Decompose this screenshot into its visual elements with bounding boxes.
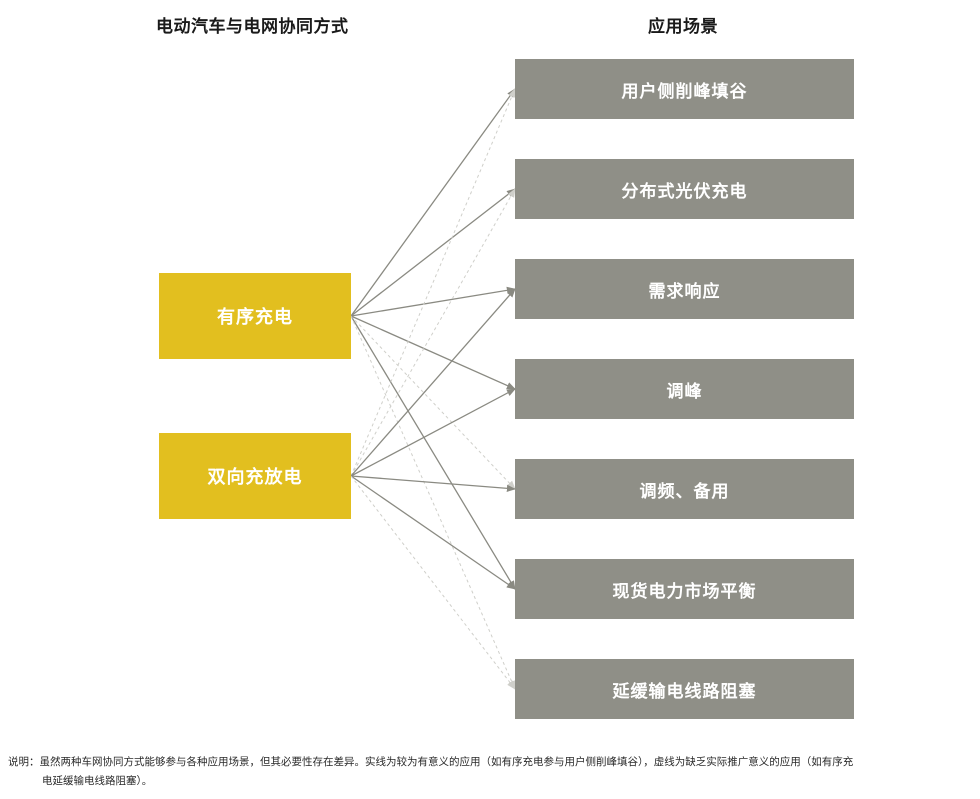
connector-arrow-1-3 xyxy=(350,388,516,477)
right-column-header: 应用场景 xyxy=(648,17,718,37)
scenario-label: 调峰 xyxy=(666,381,703,402)
connector-arrow-1-0 xyxy=(350,88,516,477)
connector-arrow-0-0 xyxy=(350,88,516,317)
connector-arrow-1-1 xyxy=(350,188,516,477)
footnote: 说明：虽然两种车网协同方式能够参与各种应用场景，但其必要性存在差异。实线为较为有… xyxy=(8,753,978,791)
connector-arrow-1-6 xyxy=(350,475,516,690)
scenario-label: 分布式光伏充电 xyxy=(621,181,748,202)
scenario-box-pv-charging: 分布式光伏充电 xyxy=(515,159,854,219)
scenario-box-peak-shaving: 用户侧削峰填谷 xyxy=(515,59,854,119)
scenario-label: 调频、备用 xyxy=(639,481,730,502)
connector-arrow-1-5 xyxy=(350,475,516,590)
connector-arrow-1-4 xyxy=(350,475,516,492)
connector-arrow-0-5 xyxy=(350,315,516,590)
scenario-box-spot-market: 现货电力市场平衡 xyxy=(515,559,854,619)
connector-arrow-0-6 xyxy=(350,315,516,690)
left-column-header: 电动汽车与电网协同方式 xyxy=(156,17,349,37)
scenario-box-peak-regulation: 调峰 xyxy=(515,359,854,419)
scenario-label: 需求响应 xyxy=(648,281,721,302)
footnote-line-1: 说明：虽然两种车网协同方式能够参与各种应用场景，但其必要性存在差异。实线为较为有… xyxy=(8,756,854,768)
mode-label: 有序充电 xyxy=(217,307,293,328)
mode-box-bidirectional: 双向充放电 xyxy=(159,433,351,519)
scenario-box-demand-response: 需求响应 xyxy=(515,259,854,319)
scenario-box-frequency-reserve: 调频、备用 xyxy=(515,459,854,519)
scenario-label: 延缓输电线路阻塞 xyxy=(612,681,757,702)
connector-arrow-0-4 xyxy=(350,315,516,490)
scenario-label: 用户侧削峰填谷 xyxy=(621,81,748,102)
connector-arrow-1-2 xyxy=(350,288,516,477)
footnote-line-2: 电延缓输电线路阻塞）。 xyxy=(42,775,153,787)
scenario-label: 现货电力市场平衡 xyxy=(612,581,757,602)
connector-arrow-0-3 xyxy=(350,315,516,390)
connector-arrow-0-1 xyxy=(350,188,516,317)
scenario-box-transmission-deferral: 延缓输电线路阻塞 xyxy=(515,659,854,719)
mode-box-ordered-charging: 有序充电 xyxy=(159,273,351,359)
mode-label: 双向充放电 xyxy=(207,467,303,488)
connector-arrow-0-2 xyxy=(350,286,516,317)
